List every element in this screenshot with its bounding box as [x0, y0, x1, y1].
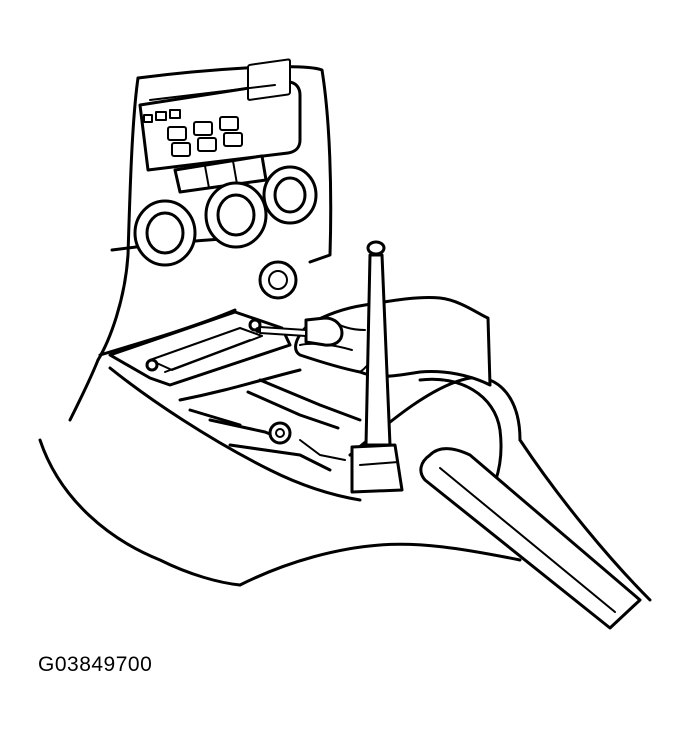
- climate-control-knobs: [133, 165, 318, 300]
- knob-left: [133, 199, 197, 267]
- aux-socket: [258, 260, 298, 300]
- knob-right: [262, 165, 318, 225]
- figure-id-label: G03849700: [38, 653, 153, 676]
- console-trim-panel: [108, 310, 292, 387]
- knob-center: [204, 181, 268, 249]
- shift-lever: [350, 240, 404, 494]
- parking-brake-lever: [419, 447, 642, 630]
- radio-panel: [138, 58, 302, 172]
- shifter-linkage: [178, 368, 362, 472]
- screwdriver: [255, 316, 344, 347]
- trim-clips: [145, 318, 262, 372]
